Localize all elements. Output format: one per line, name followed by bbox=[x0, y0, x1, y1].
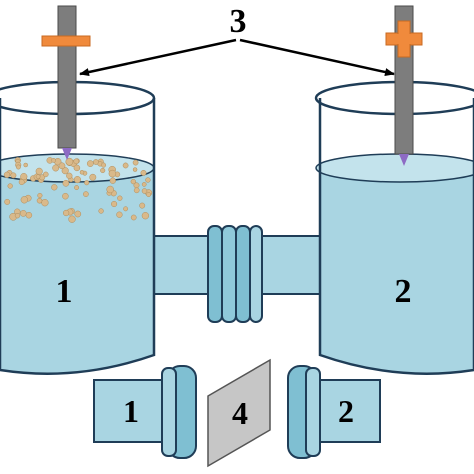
left-flange-assembly bbox=[93, 365, 197, 459]
particle bbox=[117, 195, 123, 201]
particle bbox=[100, 167, 106, 174]
label-cell-left: 1 bbox=[56, 273, 73, 310]
particles bbox=[3, 157, 153, 223]
particle bbox=[73, 176, 81, 184]
particle bbox=[146, 192, 152, 198]
particle bbox=[65, 157, 74, 166]
particle bbox=[116, 211, 123, 218]
particle bbox=[108, 169, 117, 178]
particle bbox=[100, 162, 107, 168]
particle bbox=[122, 162, 129, 169]
particle bbox=[93, 159, 99, 165]
particle bbox=[141, 182, 147, 187]
particle bbox=[73, 164, 81, 172]
particle bbox=[51, 184, 58, 191]
membrane bbox=[207, 358, 271, 468]
particle bbox=[130, 178, 136, 185]
particle bbox=[141, 188, 148, 194]
particle bbox=[73, 158, 80, 165]
particle bbox=[61, 167, 69, 175]
particle bbox=[132, 159, 139, 166]
particle bbox=[98, 208, 104, 214]
electrode-pointer-arrows bbox=[79, 38, 395, 76]
particle bbox=[35, 174, 41, 179]
particle bbox=[139, 202, 146, 209]
particle bbox=[133, 182, 140, 189]
particle bbox=[62, 179, 70, 187]
particle bbox=[74, 185, 80, 191]
particle bbox=[51, 158, 56, 163]
left-electrode bbox=[57, 5, 77, 160]
pipe-coupling bbox=[207, 225, 263, 323]
minus-sign-icon bbox=[41, 35, 91, 47]
plus-sign-icon bbox=[385, 20, 423, 58]
particle bbox=[18, 179, 25, 186]
particle bbox=[15, 164, 21, 170]
particle bbox=[20, 196, 28, 204]
particle bbox=[132, 167, 138, 172]
particle bbox=[133, 187, 140, 194]
particle bbox=[123, 206, 129, 212]
particle bbox=[74, 210, 82, 218]
right-flange-assembly bbox=[287, 365, 381, 459]
particle bbox=[62, 192, 69, 200]
particle bbox=[4, 198, 11, 205]
particle bbox=[7, 183, 13, 189]
right-cell bbox=[314, 80, 474, 375]
particle bbox=[140, 169, 147, 176]
particle bbox=[37, 192, 43, 199]
label-flange-left: 1 bbox=[123, 393, 139, 429]
label-cell-right: 2 bbox=[395, 273, 412, 310]
particle bbox=[14, 213, 21, 219]
particle bbox=[19, 210, 27, 217]
particle bbox=[145, 177, 151, 183]
particle bbox=[130, 214, 137, 221]
particle bbox=[35, 167, 43, 175]
particle bbox=[83, 191, 89, 197]
particle bbox=[52, 164, 60, 172]
particle bbox=[84, 180, 90, 186]
particle bbox=[36, 197, 43, 204]
particle bbox=[79, 170, 85, 175]
particle bbox=[109, 177, 116, 184]
particle bbox=[86, 160, 94, 167]
particle bbox=[111, 200, 118, 208]
particle bbox=[66, 172, 73, 179]
particle bbox=[106, 185, 114, 194]
particle bbox=[41, 199, 49, 207]
particle bbox=[20, 173, 28, 181]
particle bbox=[23, 162, 28, 168]
particle bbox=[89, 173, 97, 181]
particle bbox=[62, 209, 70, 217]
particle bbox=[43, 171, 49, 178]
particle bbox=[25, 211, 33, 219]
particle bbox=[3, 171, 11, 178]
particle bbox=[68, 215, 76, 223]
label-electrodes: 3 bbox=[230, 3, 247, 40]
particle bbox=[141, 212, 150, 220]
particle bbox=[10, 172, 17, 179]
label-flange-right: 2 bbox=[338, 393, 354, 429]
particle bbox=[58, 162, 66, 170]
label-membrane: 4 bbox=[232, 395, 248, 431]
left-cell bbox=[0, 80, 156, 375]
